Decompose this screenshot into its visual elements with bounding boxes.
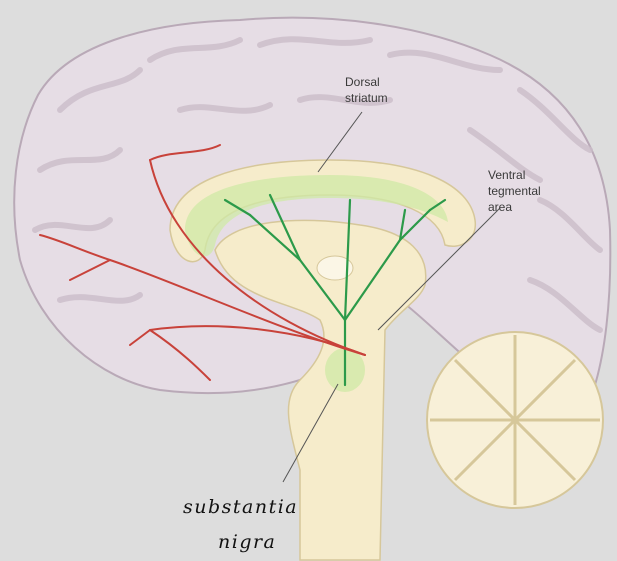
label-substantia-nigra-word1: substantia — [183, 496, 298, 518]
label-dorsal-striatum: Dorsal striatum — [345, 74, 388, 106]
cerebellum-folia — [430, 335, 600, 505]
label-ventral-tegmental-area: Ventral tegmental area — [488, 167, 541, 215]
label-substantia-nigra-word2: nigra — [218, 531, 276, 553]
